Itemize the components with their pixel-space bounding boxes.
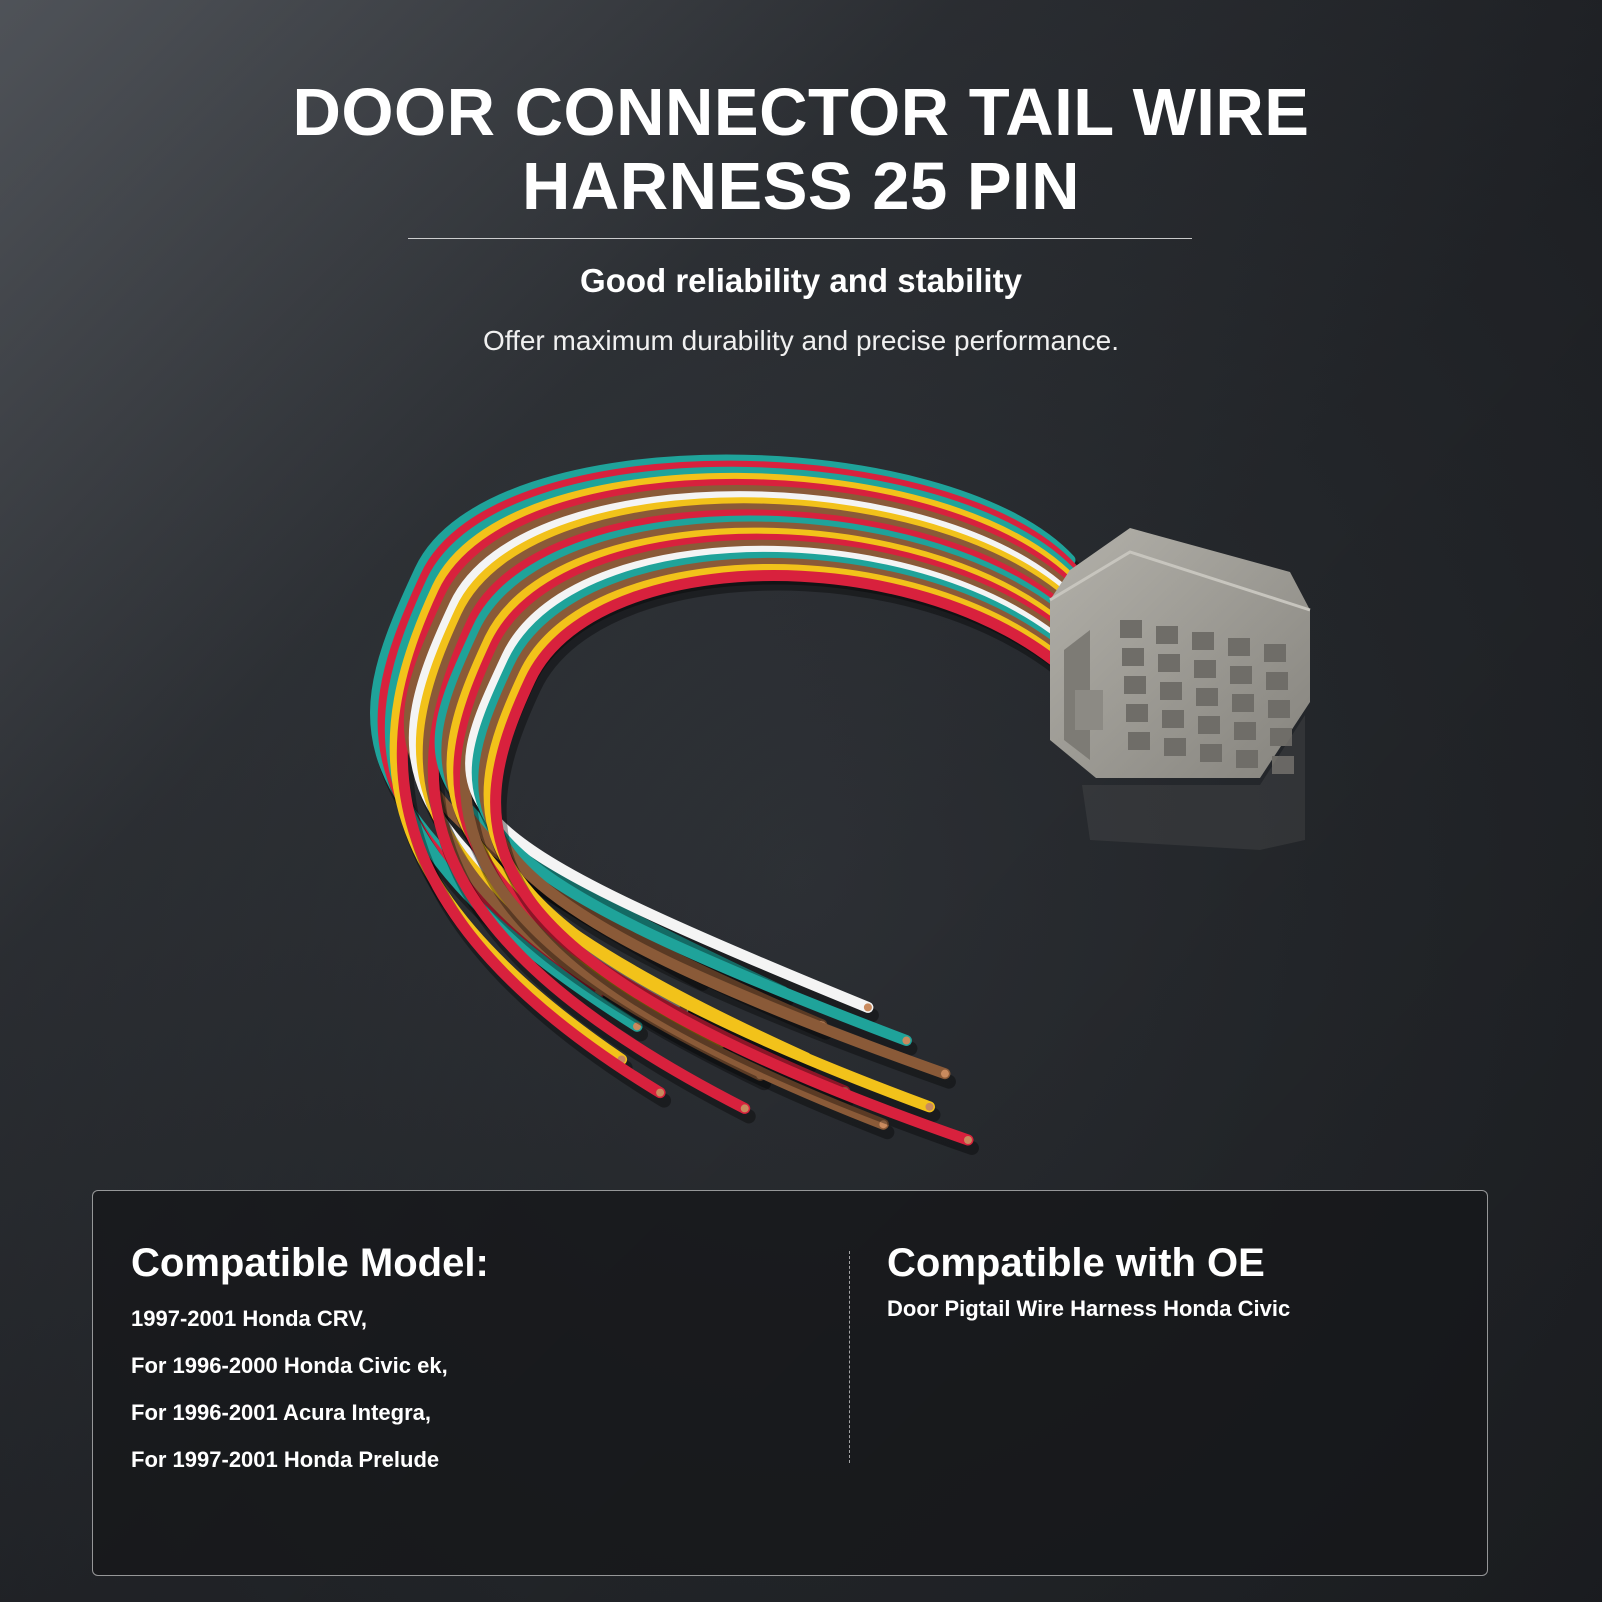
pin-socket: [1234, 722, 1256, 740]
wire-tip: [964, 1136, 972, 1144]
wire-tip: [925, 1102, 934, 1111]
wire-tip: [656, 1088, 665, 1097]
pin-socket: [1270, 728, 1292, 746]
pin-socket: [1200, 744, 1222, 762]
pin-socket: [1124, 676, 1146, 694]
compatibility-panel: Compatible Model: 1997-2001 Honda CRV, F…: [92, 1190, 1488, 1576]
connector-housing: [1049, 528, 1311, 850]
model-item: For 1997-2001 Honda Prelude: [131, 1447, 440, 1472]
pin-socket: [1192, 632, 1214, 650]
wire-tip: [863, 1003, 872, 1012]
pin-socket: [1156, 626, 1178, 644]
pin-socket: [1126, 704, 1148, 722]
wire: [422, 503, 1093, 1081]
wire-tip: [633, 1022, 642, 1031]
wire: [427, 509, 1095, 1114]
wire-tip: [902, 1036, 911, 1045]
pin-socket: [1272, 756, 1294, 774]
title-line-1: DOOR CONNECTOR TAIL WIRE: [292, 75, 1310, 150]
title-divider: [408, 238, 1192, 239]
pin-socket: [1264, 644, 1286, 662]
compatible-oe-column: Compatible with OE Door Pigtail Wire Har…: [887, 1241, 1447, 1323]
model-item: 1997-2001 Honda CRV,: [131, 1306, 368, 1331]
wire: [384, 466, 1080, 1032]
compatible-model-column: Compatible Model: 1997-2001 Honda CRV, F…: [131, 1241, 771, 1483]
pin-socket: [1198, 716, 1220, 734]
column-separator: [849, 1251, 850, 1463]
wire-tip: [940, 1069, 949, 1078]
pin-socket: [1230, 666, 1252, 684]
pin-socket: [1196, 688, 1218, 706]
page-title: DOOR CONNECTOR TAIL WIRE HARNESS 25 PIN: [0, 76, 1602, 224]
compatible-model-heading: Compatible Model:: [131, 1241, 489, 1285]
compatible-oe-heading: Compatible with OE: [887, 1241, 1265, 1285]
pin-socket: [1120, 620, 1142, 638]
pin-socket: [1160, 682, 1182, 700]
pin-socket: [1158, 654, 1180, 672]
subtitle: Good reliability and stability: [580, 262, 1022, 299]
wire-harness-connector-illustration: [370, 454, 1311, 1155]
wire: [396, 478, 1084, 1099]
connector-pin-grid: [1120, 620, 1294, 774]
pin-socket: [1164, 738, 1186, 756]
tagline: Offer maximum durability and precise per…: [483, 325, 1119, 356]
pin-socket: [1194, 660, 1216, 678]
wire: [415, 497, 1091, 1048]
oe-description: Door Pigtail Wire Harness Honda Civic: [887, 1296, 1291, 1321]
pin-socket: [1122, 648, 1144, 666]
model-item: For 1996-2001 Acura Integra,: [131, 1400, 431, 1425]
model-item: For 1996-2000 Honda Civic ek,: [131, 1353, 448, 1378]
wire-tip: [740, 1104, 749, 1113]
pin-socket: [1266, 672, 1288, 690]
pin-socket: [1128, 732, 1150, 750]
wire-tip: [879, 1120, 888, 1129]
pin-socket: [1232, 694, 1254, 712]
pin-socket: [1268, 700, 1290, 718]
pin-socket: [1162, 710, 1184, 728]
title-line-2: HARNESS 25 PIN: [521, 149, 1081, 224]
pin-socket: [1228, 638, 1250, 656]
pin-socket: [1236, 750, 1258, 768]
wire-bundle: [370, 454, 1121, 1155]
wire: [490, 570, 1116, 1146]
